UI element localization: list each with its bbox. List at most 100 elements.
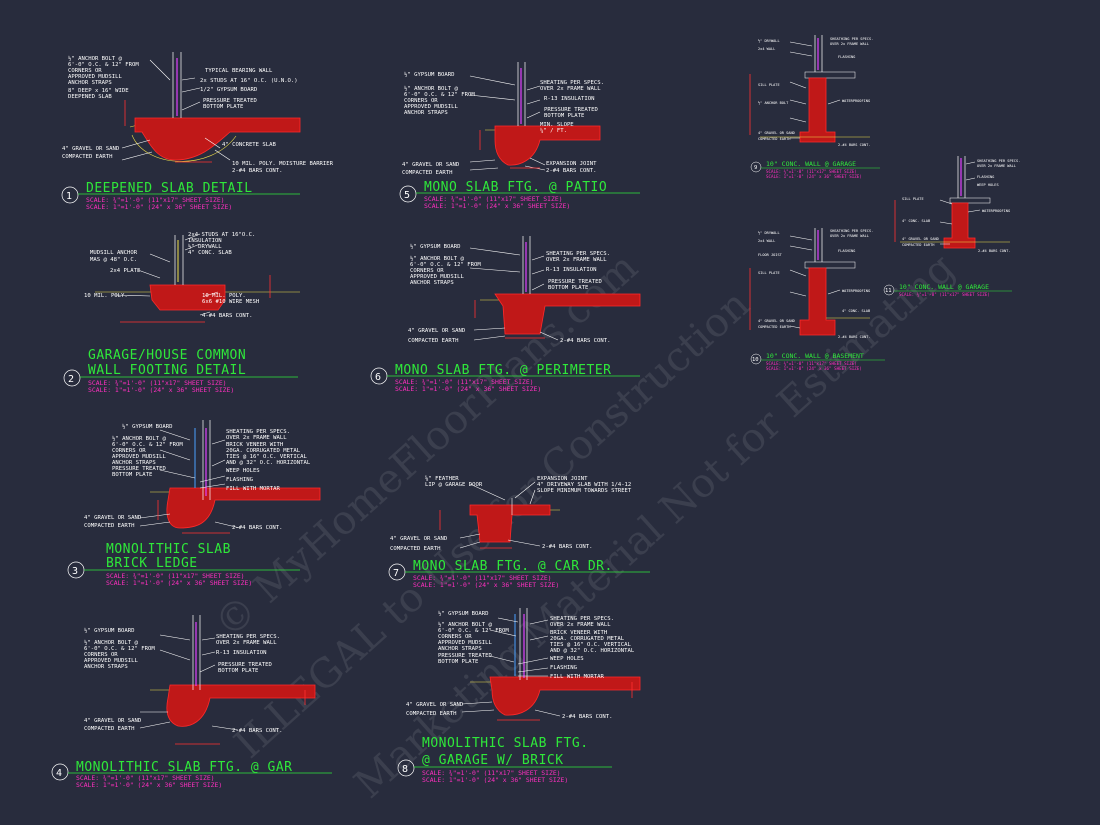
detail-4-notes: ½" GYPSUM BOARD ½" ANCHOR BOLT @ 6'-0" O…	[84, 627, 283, 734]
detail-8: ½" GYPSUM BOARD ½" ANCHOR BOLT @ 6'-0" O…	[397, 608, 641, 784]
note: BRICK VENEER WITH	[226, 442, 283, 448]
note: SLOPE MINIMUM TOWARDS STREET	[537, 488, 632, 494]
note: PRESSURE TREATED	[544, 107, 599, 113]
note: PRESSURE TREATED	[112, 466, 167, 472]
note: CORNERS OR	[112, 448, 146, 454]
note: WATERPROOFING	[842, 99, 870, 103]
detail-9-notes: ½" DRYWALL 2x4 WALL SHEATHING PER SPECS.…	[758, 37, 873, 147]
note: 4" CONC. SLAB	[842, 309, 870, 313]
note: MIN. SLOPE	[540, 122, 574, 128]
note: ½" DRYWALL	[758, 231, 780, 235]
detail-7-notes: ⅝" FEATHER LIP @ GARAGE DOOR EXPANSION J…	[390, 475, 632, 552]
note: OVER 2x FRAME WALL	[550, 622, 611, 628]
note: EXPANSION JOINT	[537, 476, 588, 482]
detail-1-title: DEEPENED SLAB DETAIL	[86, 181, 253, 196]
note: OVER 2x FRAME WALL	[540, 86, 601, 92]
detail-1: TYPICAL BEARING WALL ½" ANCHOR BOLT @ 6'…	[61, 52, 334, 211]
note: 4" CONC. SLAB	[188, 250, 232, 256]
note: OVER 2x FRAME WALL	[830, 42, 869, 46]
note: 4" GRAVEL OR SAND	[84, 718, 142, 724]
detail-10-number: 10	[752, 357, 759, 363]
detail-6: ½" GYPSUM BOARD ½" ANCHOR BOLT @ 6'-0" O…	[370, 236, 641, 393]
note: ¼" / FT.	[540, 128, 567, 134]
detail-2-drawing	[95, 233, 300, 323]
note: 2-#4 BARS CONT.	[978, 249, 1010, 253]
detail-9-title: 10" CONC. WALL @ GARAGE	[766, 160, 856, 168]
detail-10-drawing	[749, 228, 870, 336]
detail-6-drawing	[469, 236, 641, 341]
note: 4" GRAVEL OR SAND	[390, 536, 448, 542]
detail-9-scale: SCALE: 1"=1'-0" (24" x 36" SHEET SIZE)	[766, 174, 862, 179]
note: ½" GYPSUM BOARD	[122, 423, 173, 430]
note: BOTTOM PLATE	[112, 472, 153, 478]
note: COMPACTED EARTH	[84, 726, 135, 732]
detail-10-scale: SCALE: 1"=1'-0" (24" x 36" SHEET SIZE)	[766, 366, 862, 371]
detail-5-title: MONO SLAB FTG. @ PATIO	[424, 180, 607, 195]
note: 2-#4 BARS CONT.	[838, 335, 870, 339]
note: WEEP HOLES	[550, 656, 584, 662]
note: BOTTOM PLATE	[548, 285, 589, 291]
note: SHEATHING PER SPECS.	[830, 229, 873, 233]
detail-11-drawing	[894, 156, 1010, 249]
detail-4-number: 4	[56, 768, 62, 779]
note: CORNERS OR	[404, 98, 438, 104]
note: MAS @ 48" O.C.	[90, 257, 137, 263]
note: FILL WITH MORTAR	[550, 674, 605, 680]
note: 6x6 #10 WIRE MESH	[202, 299, 259, 305]
note: SILL PLATE	[758, 271, 780, 275]
detail-11-notes: SHEATHING PER SPECS. OVER 2x FRAME WALL …	[902, 159, 1020, 253]
note: OVER 2x FRAME WALL	[546, 257, 607, 263]
detail-3-drawing	[139, 420, 321, 534]
detail-4-scale: SCALE: 1"=1'-0" (24" x 36" SHEET SIZE)	[76, 781, 222, 789]
note: 6'-0" O.C. & 12" FROM	[438, 628, 509, 634]
note: SHEATING PER SPECS.	[540, 80, 604, 86]
note: SHEATING PER SPECS.	[550, 616, 614, 622]
detail-10-notes: ½" DRYWALL 2x4 WALL SHEATHING PER SPECS.…	[758, 229, 873, 339]
note: 2x4 STUDS AT 16"O.C.	[188, 232, 255, 238]
note: 2-#4 BARS CONT.	[232, 728, 283, 734]
note: 4" GRAVEL OR SAND	[62, 146, 120, 152]
note: FLOOR JOIST	[758, 253, 783, 257]
note: ANCHOR STRAPS	[410, 280, 454, 286]
note: 6'-0" O.C. & 12" FROM	[404, 92, 475, 98]
note: PRESSURE TREATED	[203, 98, 258, 104]
note: COMPACTED EARTH	[406, 711, 457, 717]
detail-5-scale: SCALE: 1"=1'-0" (24" x 36" SHEET SIZE)	[424, 202, 570, 210]
note: ½" DRYWALL	[188, 243, 222, 250]
detail-2-number: 2	[68, 374, 74, 385]
note: ½" GYPSUM BOARD	[410, 243, 461, 250]
note: 2-#4 BARS CONT.	[838, 143, 870, 147]
detail-2-scale: SCALE: ¾"=1'-0" (11"x17" SHEET SIZE)	[88, 379, 227, 387]
note: OVER 2x FRAME WALL	[226, 435, 287, 441]
note: COMPACTED EARTH	[402, 170, 453, 176]
note: ½" GYPSUM BOARD	[404, 71, 455, 78]
detail-3-scale: SCALE: ¾"=1'-0" (11"x17" SHEET SIZE)	[106, 572, 245, 580]
note: BOTTOM PLATE	[544, 113, 585, 119]
note: CORNERS OR	[438, 634, 472, 640]
note: AND @ 32" O.C. HORIZONTAL	[550, 648, 635, 654]
detail-6-title: MONO SLAB FTG. @ PERIMETER	[395, 363, 612, 378]
detail-8-scale: SCALE: ¾"=1'-0" (11"x17" SHEET SIZE)	[422, 769, 561, 777]
detail-1-notes: TYPICAL BEARING WALL ½" ANCHOR BOLT @ 6'…	[62, 55, 334, 174]
detail-5: ½" GYPSUM BOARD ½" ANCHOR BOLT @ 6'-0" O…	[399, 62, 640, 210]
detail-8-title: @ GARAGE W/ BRICK	[422, 753, 564, 768]
note: 10 MIL. POLY. MOISTURE BARRIER	[232, 161, 334, 167]
note: MUDSILL ANCHOR	[90, 250, 138, 256]
note: 6'-0" O.C. & 12" FROM	[84, 646, 155, 652]
note: ANCHOR STRAPS	[68, 80, 112, 86]
note: ½" ANCHOR BOLT @	[404, 85, 459, 92]
note: SILL PLATE	[758, 83, 780, 87]
note: TYPICAL BEARING WALL	[205, 68, 273, 74]
detail-11-scale: SCALE: ¾"=1'-0" (11"x17" SHEET SIZE)	[899, 292, 990, 298]
note: ½" GYPSUM BOARD	[84, 627, 135, 634]
note: SILL PLATE	[902, 197, 924, 201]
note: WATERPROOFING	[842, 289, 870, 293]
note: 4" DRIVEWAY SLAB WITH 1/4-12	[537, 482, 631, 488]
detail-5-number: 5	[404, 190, 410, 201]
note: BOTTOM PLATE	[203, 104, 244, 110]
note: ANCHOR STRAPS	[404, 110, 448, 116]
detail-4: ½" GYPSUM BOARD ½" ANCHOR BOLT @ 6'-0" O…	[51, 615, 332, 789]
note: ½" ANCHOR BOLT @	[112, 435, 167, 442]
note: PRESSURE TREATED	[548, 279, 603, 285]
